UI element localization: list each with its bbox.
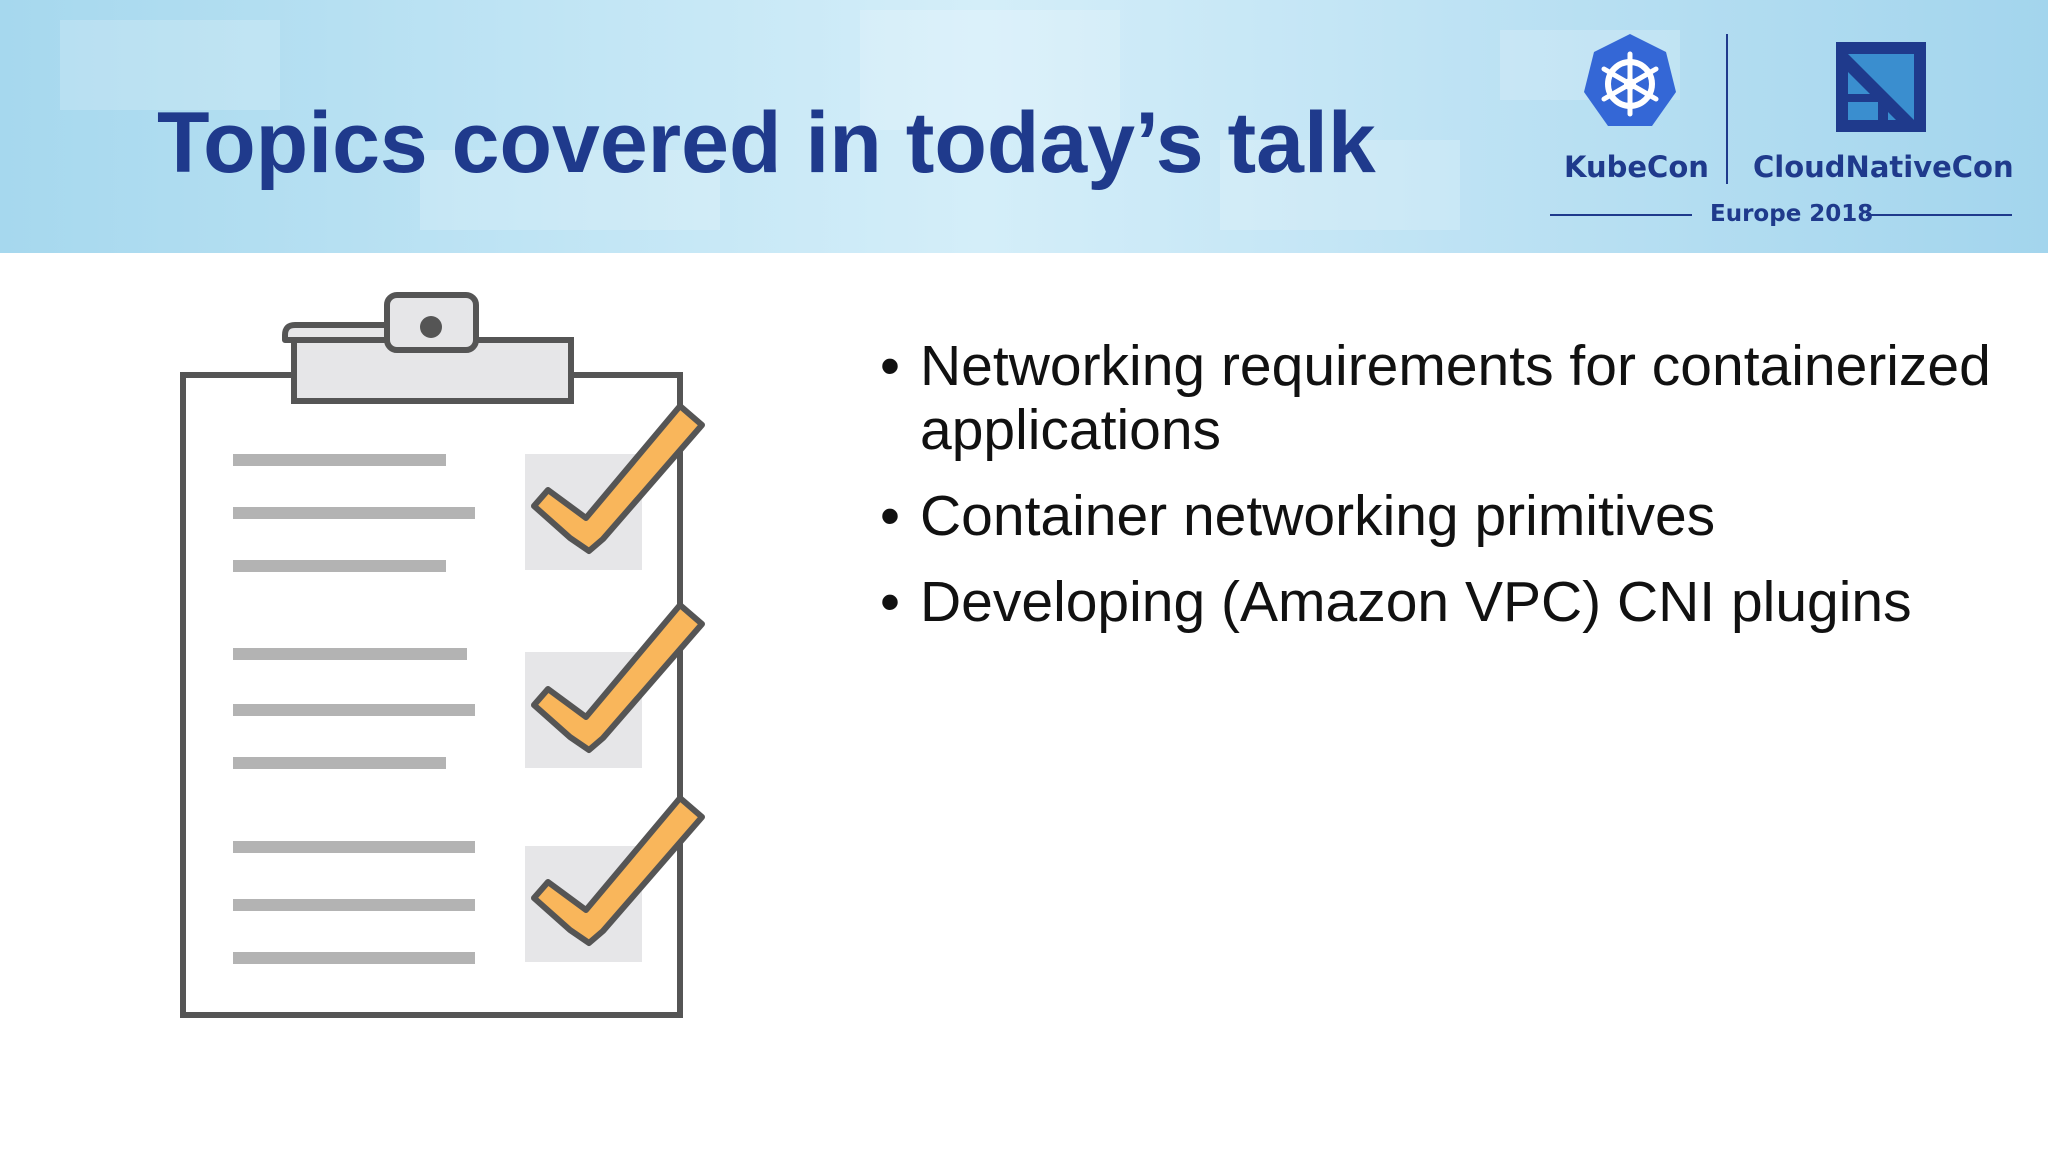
checkmark-3 (531, 795, 705, 946)
slide-title: Topics covered in today’s talk (157, 95, 1376, 191)
background-tile (60, 20, 280, 110)
checkmarks (531, 403, 705, 946)
event-year-label: Europe 2018 (1710, 201, 1874, 227)
clipboard-checklist-icon (180, 292, 705, 1018)
logo-rule-right (1866, 214, 2012, 216)
clipboard-clip (282, 292, 574, 404)
cloudnativecon-label: CloudNativeCon (1753, 150, 2014, 184)
bullet-marker: • (880, 570, 900, 634)
bullet-item: • Container networking primitives (880, 484, 2020, 548)
kubernetes-helm-icon (1584, 34, 1676, 126)
background-tile (860, 10, 1120, 130)
event-logo: KubeCon CloudNativeCon Europe 2018 (1540, 24, 2020, 244)
bullet-item: • Developing (Amazon VPC) CNI plugins (880, 570, 2020, 634)
bullet-text: Container networking primitives (920, 484, 1716, 548)
bullet-marker: • (880, 334, 900, 398)
bullet-list: • Networking requirements for containeri… (880, 334, 2020, 656)
background-tile (420, 150, 720, 230)
bullet-item: • Networking requirements for containeri… (880, 334, 2020, 462)
clip-hole (420, 316, 442, 338)
checklist-lines (233, 454, 475, 964)
background-tile (1220, 140, 1460, 230)
header-band: Topics covered in today’s talk KubeCon (0, 0, 2048, 253)
bullet-text: Networking requirements for containerize… (920, 334, 1991, 462)
logo-rule-left (1550, 214, 1692, 216)
bullet-marker: • (880, 484, 900, 548)
kubecon-label: KubeCon (1564, 150, 1709, 184)
checkmark-1 (531, 403, 705, 554)
checkmark-2 (531, 602, 705, 753)
cncf-icon (1836, 42, 1926, 132)
logo-divider (1726, 34, 1728, 184)
bullet-text: Developing (Amazon VPC) CNI plugins (920, 570, 1912, 634)
